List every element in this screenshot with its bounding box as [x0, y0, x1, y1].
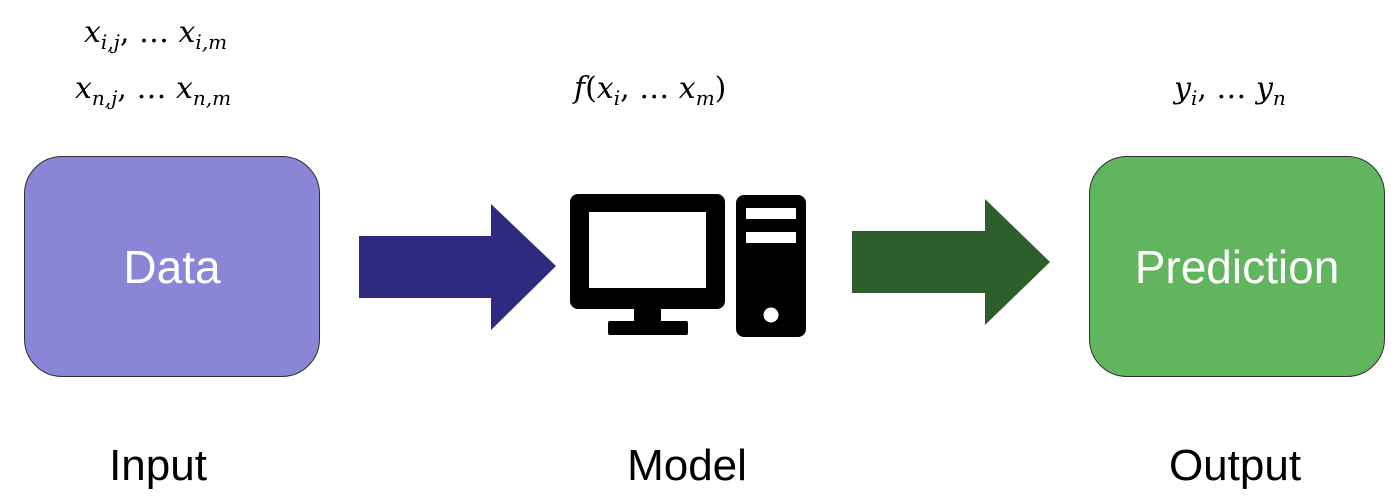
output-formula: yi, … yn — [1174, 71, 1286, 110]
input-formula-row-2: xn,j, … xn,m — [75, 71, 232, 110]
output-label: Output — [1168, 441, 1302, 490]
computer-icon — [570, 194, 806, 337]
data-box: Data — [24, 156, 320, 377]
input-label: Input — [109, 441, 207, 490]
arrow-input-to-model — [359, 204, 556, 330]
input-formula-row-1: xi,j, … xi,m — [84, 15, 228, 54]
pc-tower-icon — [736, 195, 806, 337]
prediction-box-text: Prediction — [1134, 240, 1340, 293]
prediction-box: Prediction — [1089, 156, 1385, 377]
model-formula: f(xi, … xm) — [574, 71, 727, 110]
model-label: Model — [627, 441, 747, 490]
data-box-text: Data — [123, 240, 221, 293]
arrow-model-to-output — [852, 199, 1050, 325]
